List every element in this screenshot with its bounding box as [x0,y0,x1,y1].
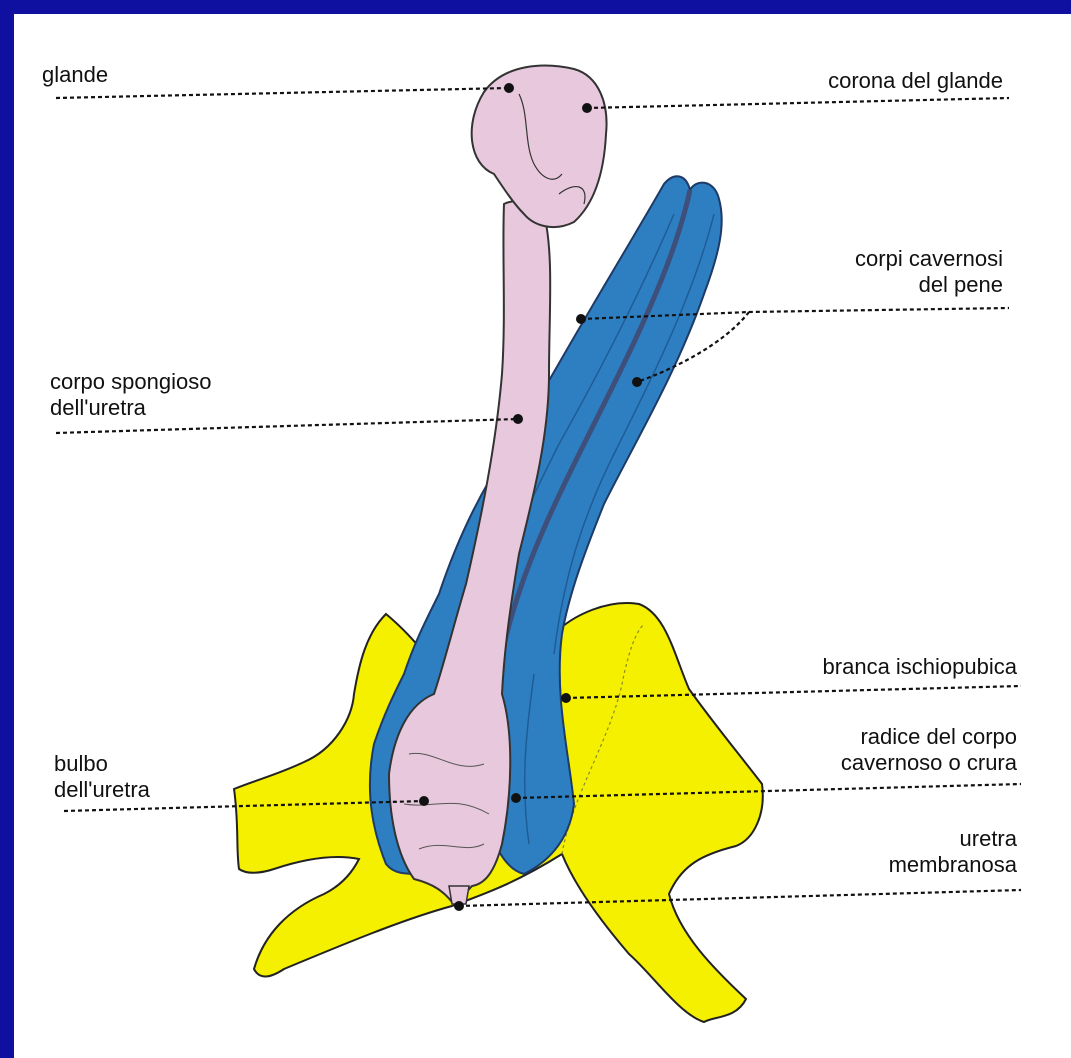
pointer-dot-corpi-cavernosi [632,377,642,387]
label-branca-ischiopubica: branca ischiopubica [823,654,1017,680]
pointer-dot-corona [582,103,592,113]
pointer-dot-branca [561,693,571,703]
leader-uretra [459,890,1021,906]
label-radice-line1: radice del corpo [841,724,1017,750]
anatomy-illustration [14,14,1071,1058]
leader-corpo-spongioso [56,419,518,433]
diagram-canvas: glande corona del glande corpi cavernosi… [14,14,1071,1058]
label-uretra-membranosa: uretra membranosa [889,826,1017,878]
label-glande: glande [42,62,108,88]
pointer-dot-radice [511,793,521,803]
label-bulbo-line2: dell'uretra [54,777,150,803]
label-radice-line2: cavernoso o crura [841,750,1017,776]
glans [472,66,607,227]
label-bulbo-line1: bulbo [54,751,150,777]
pointer-dot-uretra [454,901,464,911]
label-corpo-spongioso-line1: corpo spongioso [50,369,211,395]
pointer-dot-corpi-cavernosi [576,314,586,324]
pointer-dot-bulbo [419,796,429,806]
label-uretra-line2: membranosa [889,852,1017,878]
leader-glande [56,88,509,98]
label-bulbo-dell-uretra: bulbo dell'uretra [54,751,150,803]
pointer-dot-corpo-spongioso [513,414,523,424]
pointer-dot-glande [504,83,514,93]
leader-corona [587,98,1009,108]
label-corpo-spongioso-line2: dell'uretra [50,395,211,421]
label-corpi-cavernosi: corpi cavernosi del pene [855,246,1003,298]
label-corona-del-glande: corona del glande [828,68,1003,94]
label-corpo-spongioso: corpo spongioso dell'uretra [50,369,211,421]
label-corpi-cavernosi-line2: del pene [855,272,1003,298]
label-uretra-line1: uretra [889,826,1017,852]
label-corpi-cavernosi-line1: corpi cavernosi [855,246,1003,272]
label-radice-del-corpo: radice del corpo cavernoso o crura [841,724,1017,776]
